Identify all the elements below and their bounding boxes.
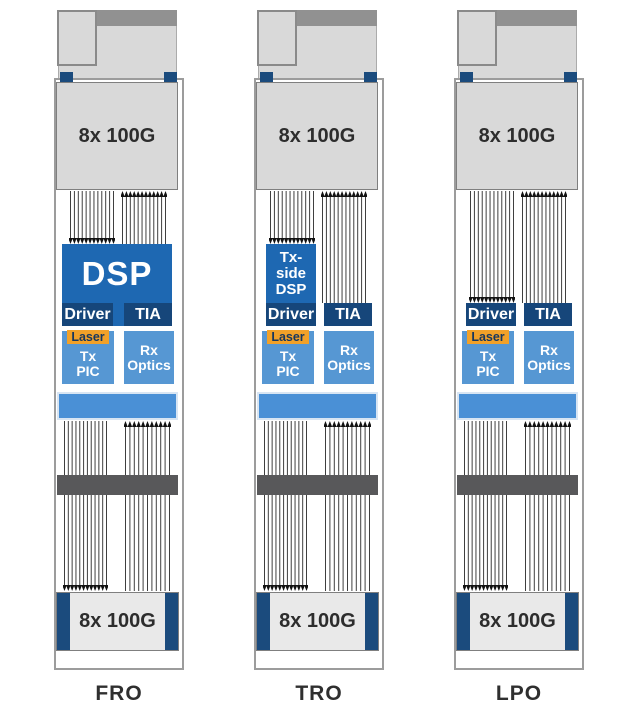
module-name-tro: TRO bbox=[295, 682, 343, 705]
laser-block: Laser bbox=[267, 330, 309, 344]
optical-port-label: 8x 100G bbox=[479, 610, 556, 632]
module-tro: 8x 100G Tx- side DSP Driver TIA Laser Tx… bbox=[254, 0, 384, 721]
connector-pin-right bbox=[164, 72, 177, 82]
fiber-crossbar bbox=[457, 475, 578, 495]
connector-pin-left bbox=[260, 72, 273, 82]
tx-fiber-arrows bbox=[63, 421, 108, 591]
connector-pin-right bbox=[364, 72, 377, 82]
tia-block: TIA bbox=[524, 303, 572, 326]
module-name-lpo: LPO bbox=[495, 682, 543, 705]
module-fro: 8x 100G DSP Driver TIA Laser Tx PIC Rx O… bbox=[54, 0, 184, 721]
electrical-port: 8x 100G bbox=[456, 82, 578, 190]
rx-signal-arrows bbox=[121, 191, 167, 244]
connector-top-bar bbox=[97, 10, 177, 26]
rx-fiber-arrows bbox=[324, 421, 371, 591]
driver-block: Driver bbox=[466, 303, 516, 326]
port-ferrule-right bbox=[365, 593, 378, 650]
tx-fiber-arrows bbox=[263, 421, 308, 591]
optical-port-label: 8x 100G bbox=[79, 610, 156, 632]
connector-latch bbox=[57, 10, 97, 66]
laser-block: Laser bbox=[467, 330, 509, 344]
dsp-block: DSP Driver TIA bbox=[62, 244, 172, 326]
connector-latch bbox=[257, 10, 297, 66]
rx-fiber-arrows bbox=[124, 421, 171, 591]
tx-side-dsp-block: Tx- side DSP bbox=[266, 244, 316, 303]
module-lpo: 8x 100G Driver TIA Laser Tx PIC Rx Optic… bbox=[454, 0, 584, 721]
tx-fiber-arrows bbox=[463, 421, 508, 591]
optical-port: 8x 100G bbox=[56, 592, 179, 651]
rx-optics-block: Rx Optics bbox=[124, 331, 174, 384]
connector-top-bar bbox=[497, 10, 577, 26]
optical-port-label: 8x 100G bbox=[279, 610, 356, 632]
tia-block: TIA bbox=[324, 303, 372, 326]
connector-latch bbox=[457, 10, 497, 66]
dsp-label: DSP bbox=[81, 254, 153, 292]
fiber-crossbar bbox=[257, 475, 378, 495]
electrical-port: 8x 100G bbox=[256, 82, 378, 190]
optical-port: 8x 100G bbox=[256, 592, 379, 651]
connector-pin-left bbox=[60, 72, 73, 82]
optical-interface-bar bbox=[457, 392, 578, 420]
rx-signal-arrows bbox=[521, 191, 567, 303]
rx-optics-block: Rx Optics bbox=[524, 331, 574, 384]
laser-block: Laser bbox=[67, 330, 109, 344]
connector-pin-right bbox=[564, 72, 577, 82]
rx-optics-block: Rx Optics bbox=[324, 331, 374, 384]
port-ferrule-right bbox=[165, 593, 178, 650]
port-ferrule-left bbox=[257, 593, 270, 650]
rx-signal-arrows bbox=[321, 191, 367, 303]
driver-block: Driver bbox=[62, 303, 113, 326]
optical-interface-bar bbox=[57, 392, 178, 420]
port-ferrule-left bbox=[457, 593, 470, 650]
optical-port: 8x 100G bbox=[456, 592, 579, 651]
port-ferrule-left bbox=[57, 593, 70, 650]
rx-fiber-arrows bbox=[524, 421, 571, 591]
tx-signal-arrows bbox=[269, 191, 315, 244]
connector-pin-left bbox=[460, 72, 473, 82]
driver-block: Driver bbox=[266, 303, 316, 326]
port-ferrule-right bbox=[565, 593, 578, 650]
module-name-fro: FRO bbox=[95, 682, 143, 705]
electrical-port: 8x 100G bbox=[56, 82, 178, 190]
connector-top-bar bbox=[297, 10, 377, 26]
optical-interface-bar bbox=[257, 392, 378, 420]
tx-signal-arrows bbox=[69, 191, 115, 244]
fiber-crossbar bbox=[57, 475, 178, 495]
tia-block: TIA bbox=[124, 303, 172, 326]
tx-signal-arrows bbox=[469, 191, 515, 303]
